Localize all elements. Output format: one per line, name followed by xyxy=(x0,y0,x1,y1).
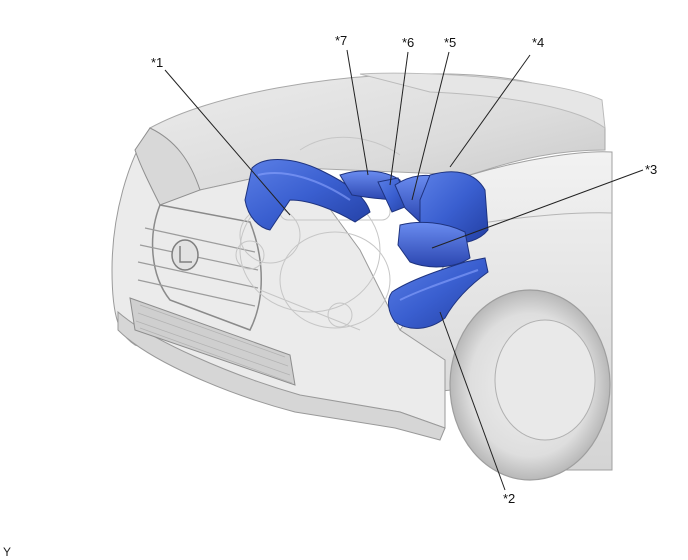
callout-label-2: *2 xyxy=(503,491,515,506)
leader-line-7 xyxy=(346,49,369,176)
callout-label-4: *4 xyxy=(532,35,544,50)
leader-line-1 xyxy=(164,69,291,216)
callout-labels: *1 *2 *3 *4 *5 *6 *7 xyxy=(151,33,657,506)
leader-line-2 xyxy=(439,311,506,491)
callout-label-5: *5 xyxy=(444,35,456,50)
leader-lines xyxy=(164,49,644,491)
component-3-housing xyxy=(397,221,471,268)
headlight xyxy=(134,127,201,206)
lower-grille-mesh xyxy=(129,297,296,386)
mesh-pattern xyxy=(135,304,293,384)
brand-emblem xyxy=(171,239,199,271)
highlighted-components xyxy=(244,159,489,329)
leader-line-4 xyxy=(449,54,531,168)
front-wheel xyxy=(449,289,611,481)
body-character-line xyxy=(469,212,613,226)
callout-label-1: *1 xyxy=(151,55,163,70)
leader-line-3 xyxy=(431,169,644,249)
leader-line-6 xyxy=(389,51,409,186)
corner-mark: Y xyxy=(3,545,12,559)
callout-label-3: *3 xyxy=(645,162,657,177)
front-bumper-lip xyxy=(117,310,446,441)
leader-line-5 xyxy=(411,51,450,201)
component-1-intake-duct xyxy=(244,159,371,231)
grille-bars xyxy=(137,227,259,307)
callout-label-7: *7 xyxy=(335,33,347,48)
callout-label-6: *6 xyxy=(402,35,414,50)
grille-frame xyxy=(151,204,262,331)
